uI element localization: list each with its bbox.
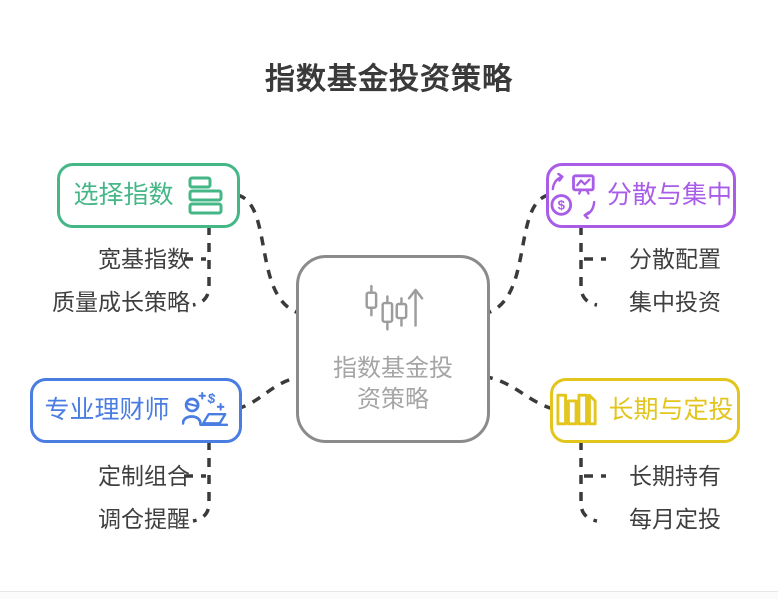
sub-item-monthly-auto-invest[interactable]: 每月定投 (629, 506, 721, 532)
sub-item-concentrated-investment[interactable]: 集中投资 (629, 289, 721, 315)
branch-node-financial-advisor[interactable]: 专业理财师 $ (30, 378, 242, 443)
connector-select-index-to-center (236, 193, 300, 315)
connector-diversify-to-center (486, 193, 550, 315)
connector-select-index-children (192, 226, 211, 307)
branch-label-select-index: 选择指数 (73, 181, 174, 209)
branch-label-financial-advisor: 专业理财师 (44, 396, 170, 424)
list-bars-icon (186, 176, 224, 215)
center-topic-label: 指数基金投 资策略 (333, 353, 453, 415)
column-bars-icon (556, 391, 598, 430)
candlestick-chart-icon (362, 284, 424, 344)
financial-advisor-icon: $ (181, 389, 228, 432)
connector-diversify-children (579, 226, 598, 307)
center-topic-node[interactable]: 指数基金投 资策略 (296, 255, 490, 443)
money-exchange-icon: $ (550, 172, 597, 219)
sub-item-custom-portfolio[interactable]: 定制组合 (98, 463, 190, 489)
sub-item-diversified-allocation[interactable]: 分散配置 (629, 246, 721, 272)
branch-label-diversify-concentrate: 分散与集中 (606, 181, 732, 209)
branch-node-diversify-concentrate[interactable]: $ 分散与集中 (546, 163, 736, 228)
sub-item-broad-index[interactable]: 宽基指数 (98, 246, 190, 272)
connector-longterm-to-center (486, 375, 554, 411)
connector-longterm-children (579, 441, 598, 523)
center-topic-line1: 指数基金投 (333, 354, 453, 382)
branch-label-longterm-autoinvest: 长期与定投 (608, 396, 734, 424)
center-topic-line2: 资策略 (357, 385, 429, 413)
connector-advisor-to-center (236, 375, 300, 411)
sub-item-quality-growth[interactable]: 质量成长策略 (52, 289, 190, 315)
connector-advisor-children (192, 441, 211, 523)
sub-item-long-term-hold[interactable]: 长期持有 (629, 463, 721, 489)
page-title: 指数基金投资策略 (265, 63, 513, 96)
branch-node-longterm-autoinvest[interactable]: 长期与定投 (550, 378, 740, 443)
branch-node-select-index[interactable]: 选择指数 (57, 163, 240, 228)
svg-text:$: $ (206, 391, 216, 407)
bottom-divider (0, 591, 778, 599)
svg-text:$: $ (558, 197, 566, 212)
sub-item-rebalance-reminder[interactable]: 调仓提醒 (98, 506, 190, 532)
